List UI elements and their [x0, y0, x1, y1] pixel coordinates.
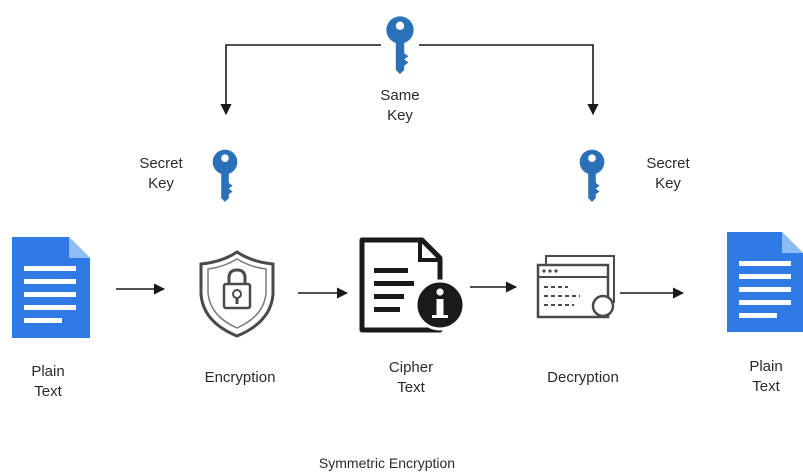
document-icon	[12, 237, 90, 338]
shield-lock-icon	[199, 250, 275, 338]
decryption-label: Decryption	[547, 369, 619, 386]
secret-key-left-label: Secret Key	[139, 155, 183, 192]
encryption-label: Encryption	[204, 369, 276, 386]
key-line-left	[220, 44, 381, 116]
same-key-icon	[386, 16, 414, 75]
browser-windows-icon	[536, 255, 615, 319]
secret-key-left-icon	[212, 149, 238, 202]
same-key-label: Same Key	[380, 87, 420, 124]
plain-text-out-label: Plain Text	[749, 358, 783, 395]
document-info-icon	[359, 237, 466, 333]
document-icon	[727, 232, 803, 332]
secret-key-right-label: Secret Key	[646, 155, 690, 192]
key-line-right	[419, 44, 599, 116]
secret-key-right-icon	[579, 149, 605, 202]
plain-text-in-label: Plain Text	[31, 363, 65, 400]
cipher-text-label: Cipher Text	[388, 359, 434, 396]
diagram-caption: Symmetric Encryption	[318, 455, 456, 471]
